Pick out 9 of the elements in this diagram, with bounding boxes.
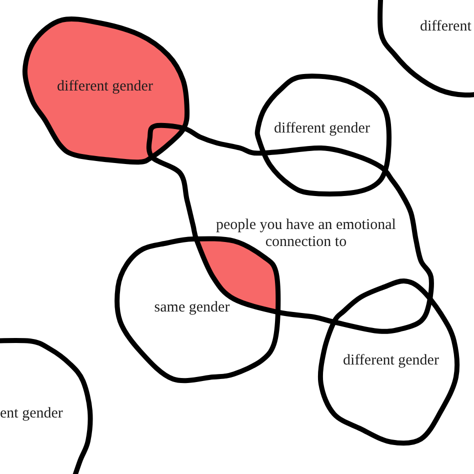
set-label: people you have an emotional connection to — [215, 217, 397, 251]
set-label: same gender — [154, 300, 230, 316]
hand-drawn-blob — [145, 121, 436, 336]
set-label: different gender — [274, 120, 370, 138]
set-label: different gender — [343, 352, 439, 370]
set-label: different gender — [57, 78, 153, 96]
set-label: different — [420, 18, 472, 36]
filled-blob — [20, 15, 192, 167]
set-label: ent gender — [0, 406, 63, 422]
